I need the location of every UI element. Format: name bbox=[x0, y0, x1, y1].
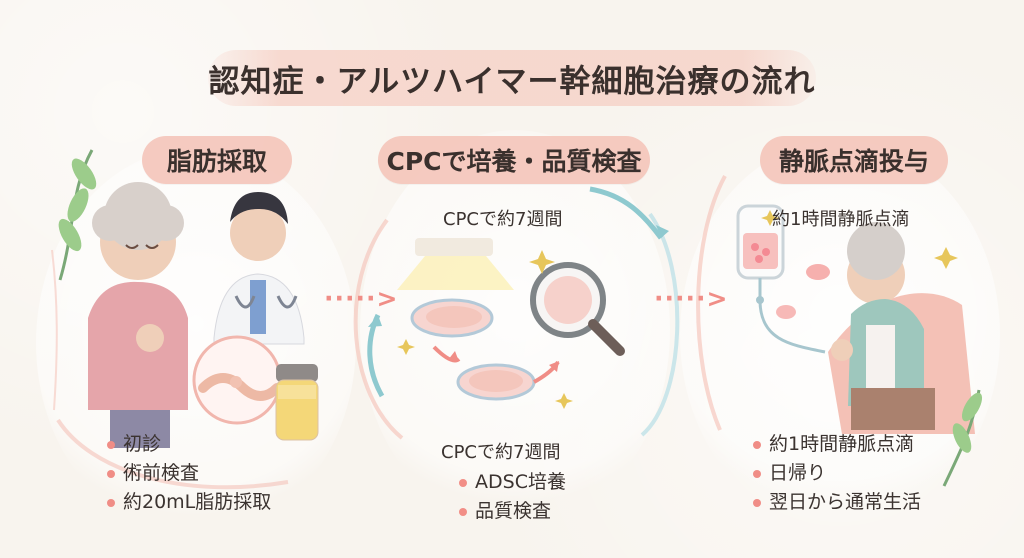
list-item: ADSC培養 bbox=[455, 468, 566, 497]
title-banner: 認知症・アルツハイマー幹細胞治療の流れ bbox=[208, 50, 816, 106]
magnifier-icon bbox=[530, 262, 625, 356]
step-1-header: 脂肪採取 bbox=[142, 136, 292, 184]
step-2-bottom-label: CPCで約7週間 bbox=[441, 442, 561, 463]
procedure-closeup-icon bbox=[192, 335, 282, 425]
iv-bag-icon bbox=[736, 204, 826, 354]
step-1-list: 初診 術前検査 約20mL脂肪採取 bbox=[103, 430, 271, 517]
flow-arrow-2: ·····> bbox=[654, 284, 729, 313]
leaf-icon bbox=[58, 149, 97, 281]
step-2-list: ADSC培養 品質検査 bbox=[455, 468, 566, 526]
step-3-header: 静脈点滴投与 bbox=[760, 136, 948, 184]
doctor-icon bbox=[213, 192, 305, 345]
vial-icon bbox=[275, 364, 319, 441]
cell-icon bbox=[776, 264, 830, 319]
step-3-top-label: 約1時間静脈点滴 bbox=[772, 209, 910, 230]
page-title: 認知症・アルツハイマー幹細胞治療の流れ bbox=[208, 63, 816, 100]
flow-arrow-1: ·····> bbox=[324, 284, 399, 313]
step-2-top-label: CPCで約7週間 bbox=[443, 209, 563, 230]
list-item: 術前検査 bbox=[103, 459, 271, 488]
list-item: 約20mL脂肪採取 bbox=[103, 488, 271, 517]
list-item: 品質検査 bbox=[455, 497, 566, 526]
list-item: 日帰り bbox=[749, 459, 921, 488]
list-item: 初診 bbox=[103, 430, 271, 459]
list-item: 約1時間静脈点滴 bbox=[749, 430, 921, 459]
step-3-list: 約1時間静脈点滴 日帰り 翌日から通常生活 bbox=[749, 430, 921, 517]
step-2-header: CPCで培養・品質検査 bbox=[378, 136, 650, 184]
elder-patient-icon bbox=[88, 182, 188, 448]
list-item: 翌日から通常生活 bbox=[749, 488, 921, 517]
leaf-icon bbox=[942, 389, 983, 487]
